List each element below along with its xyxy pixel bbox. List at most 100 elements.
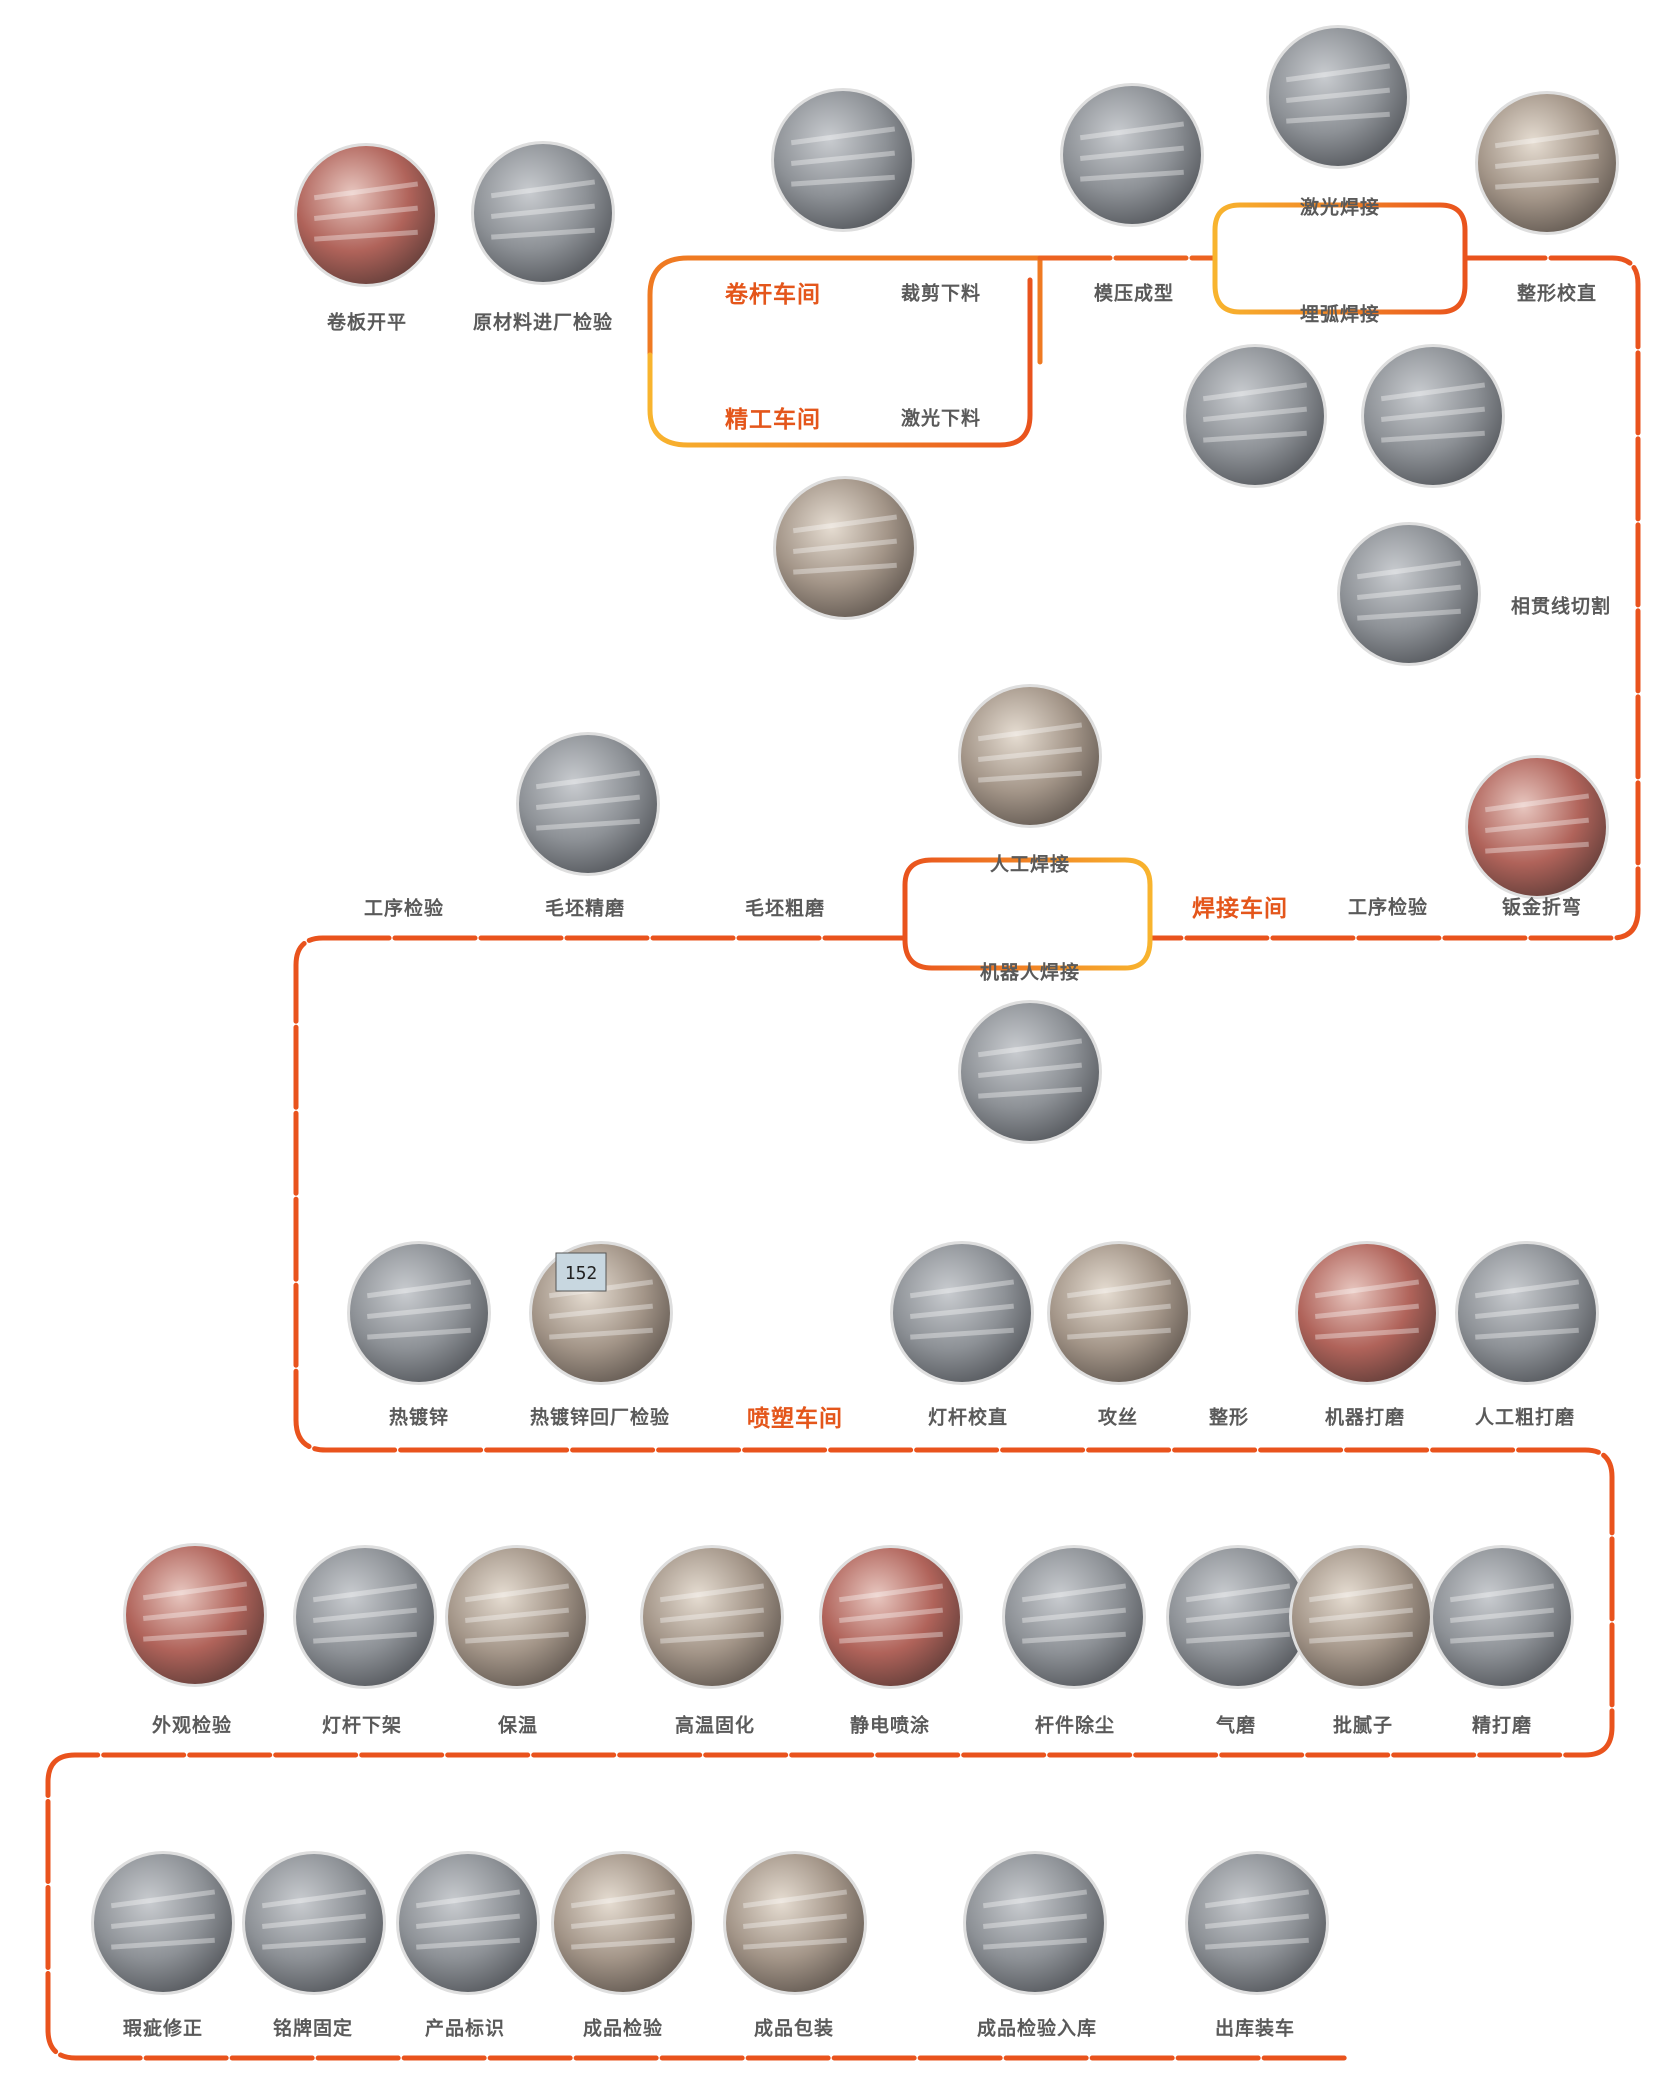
photo-detail-line: [978, 746, 1082, 762]
photo-detail-line: [415, 1889, 521, 1909]
photo-detail-line: [366, 1279, 472, 1299]
photo-detail-line: [313, 1631, 417, 1644]
photo-detail-line: [313, 181, 419, 201]
photo-detail-line: [1315, 1327, 1419, 1340]
photo-detail-line: [143, 1605, 247, 1621]
step-label: 瑕疵修正: [122, 2017, 204, 2040]
step-label: 热镀锌: [388, 1406, 450, 1429]
workshop-label: 焊接车间: [1192, 896, 1288, 922]
step-label: 成品检验: [582, 2017, 664, 2040]
photo-detail-line: [1309, 1631, 1413, 1644]
photo-detail-line: [1080, 169, 1184, 182]
photo-detail-line: [790, 126, 896, 146]
factory-photo-icon: [1468, 758, 1606, 896]
flow-path: [647, 277, 1033, 448]
photo-detail-line: [1494, 129, 1600, 149]
factory-photo-icon: [966, 1854, 1104, 1992]
step-label: 裁剪下料: [900, 282, 982, 305]
photo-detail-line: [660, 1631, 764, 1644]
step-label: 整形: [1208, 1406, 1250, 1429]
step-label: 灯杆校直: [927, 1406, 1009, 1429]
photo-detail-line: [491, 203, 595, 219]
photo-detail-line: [1204, 1889, 1310, 1909]
photo-detail-line: [1186, 1631, 1290, 1644]
factory-photo-icon: [1005, 1548, 1143, 1686]
photo-detail-line: [262, 1937, 366, 1950]
photo-detail-line: [261, 1889, 367, 1909]
factory-photo-icon: [1364, 347, 1502, 485]
photo-detail-line: [978, 1086, 1082, 1099]
photo-detail-line: [1022, 1631, 1126, 1644]
factory-photo-icon: [554, 1854, 692, 1992]
step-label: 整形校直: [1516, 282, 1598, 305]
step-label: 产品标识: [424, 2017, 506, 2040]
photo-detail-line: [1286, 87, 1390, 103]
step-label: 激光焊接: [1299, 196, 1381, 219]
factory-photo-icon: [726, 1854, 864, 1992]
step-label: 毛坯粗磨: [744, 897, 826, 920]
photo-detail-line: [1205, 1937, 1309, 1950]
photo-detail-line: [743, 1913, 847, 1929]
photo-detail-line: [1485, 841, 1589, 854]
photo-detail-line: [1357, 584, 1461, 600]
step-label: 高温固化: [674, 1714, 756, 1737]
photo-detail-line: [1495, 177, 1599, 190]
workshop-label: 卷杆车间: [725, 282, 821, 308]
factory-photo-icon: [350, 1244, 488, 1382]
photo-detail-line: [838, 1583, 944, 1603]
photo-detail-line: [1474, 1279, 1580, 1299]
photo-detail-line: [1495, 153, 1599, 169]
photo-detail-line: [142, 1581, 248, 1601]
step-label: 卷板开平: [326, 311, 408, 334]
photo-detail-line: [1203, 406, 1307, 422]
step-label: 相贯线切割: [1510, 595, 1612, 618]
photo-detail-line: [1314, 1279, 1420, 1299]
step-label: 成品包装: [753, 2017, 835, 2040]
photo-detail-line: [1285, 63, 1391, 83]
photo-detail-line: [1067, 1327, 1171, 1340]
gauge-display: [555, 1252, 607, 1292]
step-label: 气磨: [1215, 1714, 1257, 1737]
photo-detail-line: [1022, 1607, 1126, 1623]
photo-detail-line: [1066, 1279, 1172, 1299]
photo-detail-line: [367, 1327, 471, 1340]
step-label: 原材料进厂检验: [472, 311, 614, 334]
factory-photo-icon: [1292, 1548, 1430, 1686]
photo-detail-line: [536, 818, 640, 831]
photo-detail-line: [1475, 1303, 1579, 1319]
factory-photo-icon: [893, 1244, 1031, 1382]
factory-photo-icon: [1188, 1854, 1326, 1992]
step-label: 成品检验入库: [976, 2017, 1098, 2040]
step-label: 毛坯精磨: [544, 897, 626, 920]
photo-detail-line: [1475, 1327, 1579, 1340]
photo-detail-line: [1449, 1583, 1555, 1603]
photo-detail-line: [1079, 121, 1185, 141]
photo-detail-line: [1381, 430, 1485, 443]
photo-detail-line: [1308, 1583, 1414, 1603]
photo-detail-line: [1205, 1913, 1309, 1929]
photo-detail-line: [110, 1889, 216, 1909]
factory-photo-icon: [94, 1854, 232, 1992]
photo-detail-line: [262, 1913, 366, 1929]
factory-photo-icon: [961, 687, 1099, 825]
factory-photo-icon: [474, 144, 612, 282]
step-label: 精打磨: [1471, 1714, 1533, 1737]
step-label: 钣金折弯: [1501, 896, 1583, 919]
photo-detail-line: [314, 229, 418, 242]
step-label: 机器打磨: [1324, 1406, 1406, 1429]
step-label: 模压成型: [1093, 282, 1175, 305]
gauge-reading: 152: [565, 1263, 598, 1284]
factory-photo-icon: [1050, 1244, 1188, 1382]
photo-detail-line: [465, 1607, 569, 1623]
factory-photo-icon: [822, 1548, 960, 1686]
photo-detail-line: [1381, 406, 1485, 422]
photo-detail-line: [1185, 1583, 1291, 1603]
step-label: 工序检验: [363, 897, 445, 920]
photo-detail-line: [111, 1913, 215, 1929]
photo-detail-line: [312, 1583, 418, 1603]
photo-detail-line: [1315, 1303, 1419, 1319]
flow-path: [647, 255, 1043, 365]
photo-detail-line: [1080, 145, 1184, 161]
flow-path: [1212, 202, 1468, 315]
